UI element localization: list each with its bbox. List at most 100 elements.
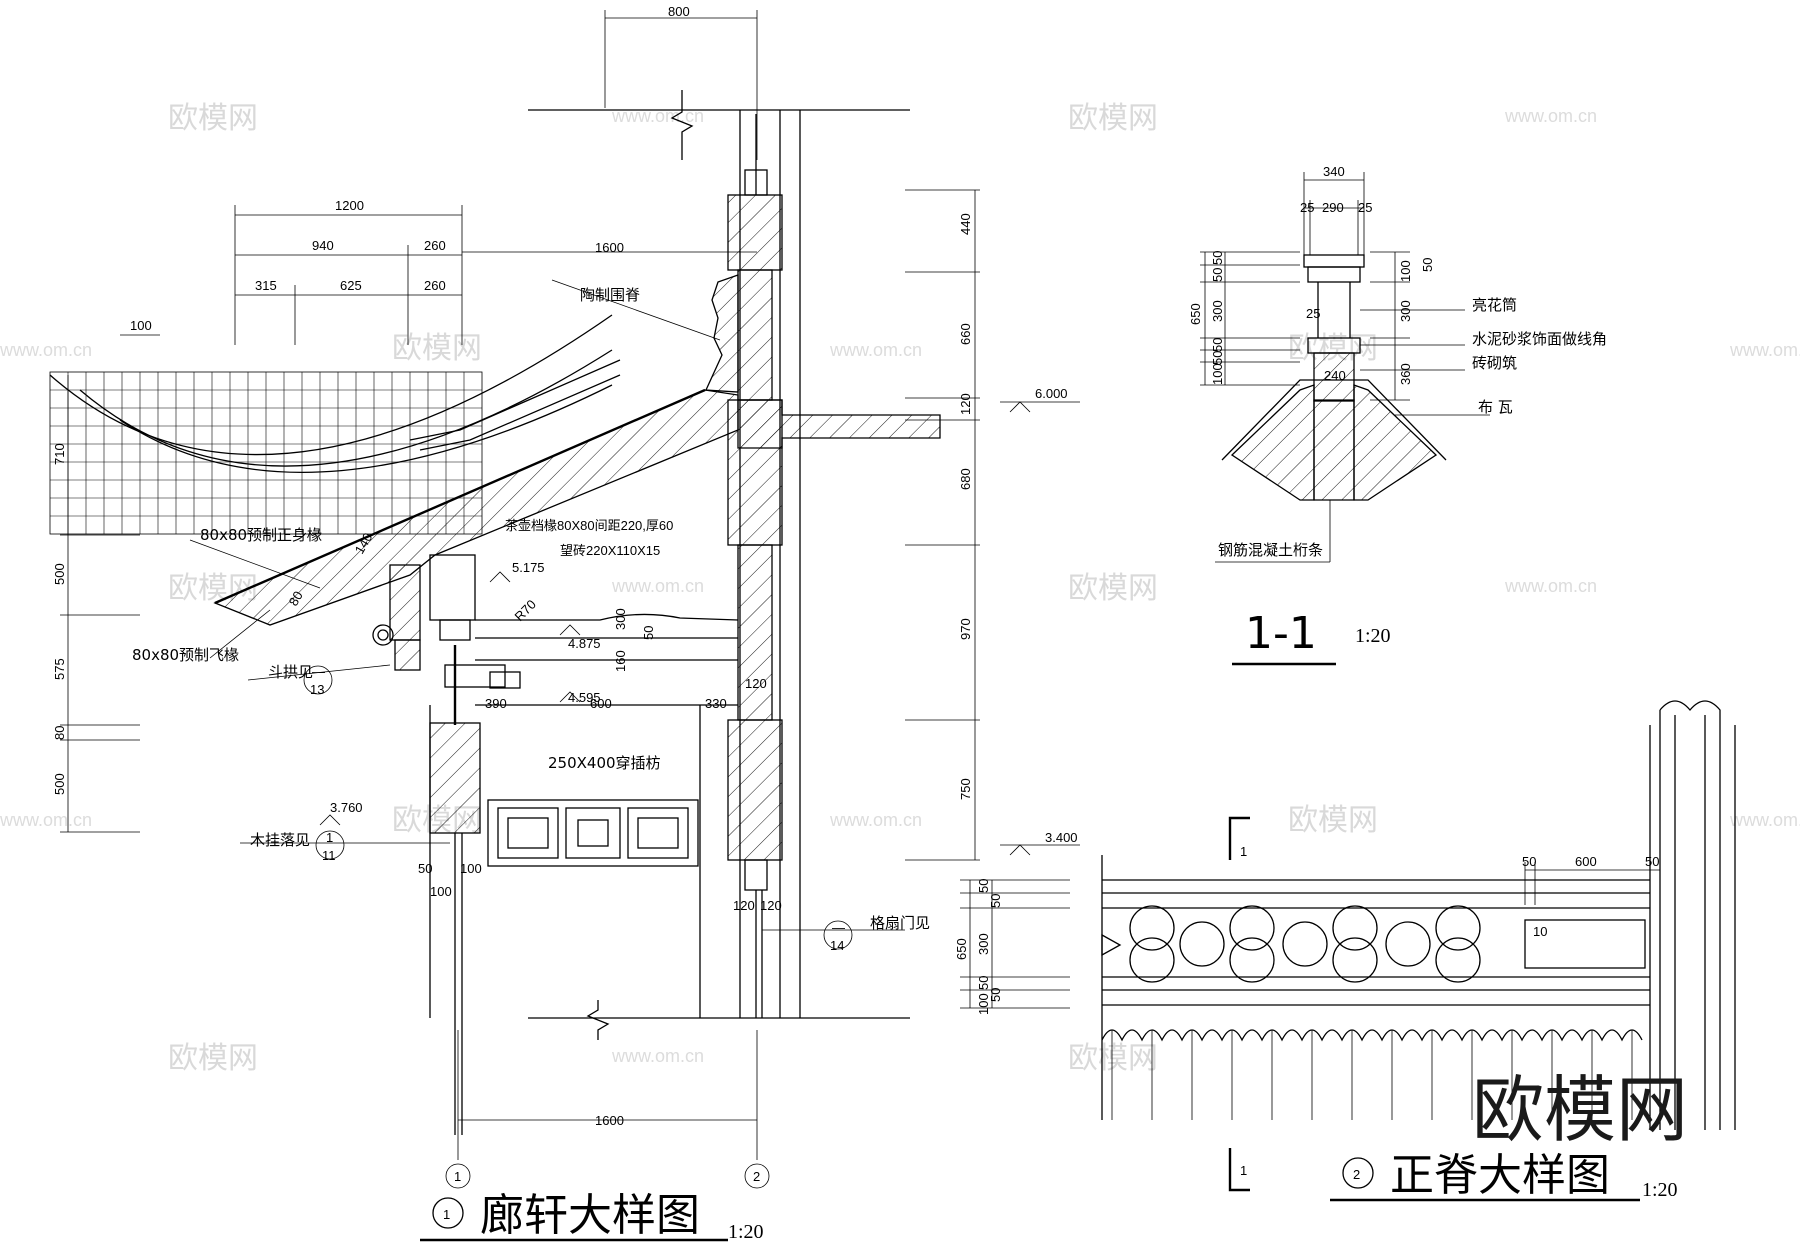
ref-top: 1 xyxy=(326,830,333,845)
elevation: 3.400 xyxy=(1045,830,1078,845)
dim-text: 300 xyxy=(613,608,628,630)
dim-text: 80 xyxy=(52,726,67,740)
watermark-url: www.om.cn xyxy=(1729,340,1800,360)
ref-bottom: 13 xyxy=(310,682,324,697)
scale: 1:20 xyxy=(1642,1179,1678,1201)
dim-text: 100 xyxy=(1210,363,1225,385)
dim-text: 500 xyxy=(52,773,67,795)
dim-text: 1200 xyxy=(335,198,364,213)
dim-text: 575 xyxy=(52,658,67,680)
label-wood-hang: 木挂落见 xyxy=(250,831,310,849)
dim-text: 650 xyxy=(1188,303,1203,325)
watermark: 欧模网 xyxy=(168,101,258,136)
dim-text: 25 xyxy=(1306,306,1320,321)
watermark: 欧模网 xyxy=(392,331,482,366)
ref-bottom: 14 xyxy=(830,938,844,953)
dim-text: 50 xyxy=(1210,338,1225,352)
section-1-1 xyxy=(1200,172,1490,563)
watermark-url: www.om.cn xyxy=(611,576,704,596)
dim-text: 680 xyxy=(958,468,973,490)
label-beam: 250X400穿插枋 xyxy=(548,754,661,772)
dim-text: 260 xyxy=(424,278,446,293)
scale: 1:20 xyxy=(728,1221,764,1243)
label-bracket: 斗拱见 xyxy=(268,663,313,681)
watermark-url: www.om.cn xyxy=(1729,810,1800,830)
label-mortar: 水泥砂浆饰面做线角 xyxy=(1472,330,1607,348)
dim-text: 120 xyxy=(958,393,973,415)
scale: 1:20 xyxy=(1355,625,1391,647)
detail-1-dimensions: 800 1200 940 260 315 625 260 100 1600 44… xyxy=(52,4,1078,1128)
dim-text: 1600 xyxy=(595,240,624,255)
roof-grid xyxy=(49,371,483,535)
dim-text: 50 xyxy=(1210,351,1225,365)
watermark: 欧模网 xyxy=(1068,101,1158,136)
title-index: 2 xyxy=(1353,1167,1360,1182)
ref-bottom: 11 xyxy=(322,848,336,863)
elevation: 6.000 xyxy=(1035,386,1068,401)
dim-text: 100 xyxy=(430,884,452,899)
dim-text: 50 xyxy=(1645,854,1659,869)
dim-text: 50 xyxy=(1522,854,1536,869)
dim-text: 660 xyxy=(958,323,973,345)
label-ridge: 陶制围脊 xyxy=(580,286,640,304)
dim-text: 940 xyxy=(312,238,334,253)
dim-text: 120 xyxy=(745,676,767,691)
dim-text: 50 xyxy=(988,988,1003,1002)
label-flying-rafter: 80x80预制飞椽 xyxy=(132,646,239,664)
dim-text: 50 xyxy=(988,894,1003,908)
dim-text: 1600 xyxy=(595,1113,624,1128)
watermark-url: www.om.cn xyxy=(1504,576,1597,596)
dim-text: 600 xyxy=(590,696,612,711)
title-index-circle xyxy=(1342,1157,1374,1189)
dim-text: 10 xyxy=(1533,924,1547,939)
watermark-url: www.om.cn xyxy=(829,810,922,830)
dim-text: 25 xyxy=(1358,200,1372,215)
elevation: 5.175 xyxy=(512,560,545,575)
dim-text: 100 xyxy=(976,993,991,1015)
label-brick: 砖砌筑 xyxy=(1472,354,1517,372)
dim-text: 290 xyxy=(1322,200,1344,215)
watermark-url: www.om.cn xyxy=(829,340,922,360)
detail-1-labels: 陶制围脊 80x80预制正身椽 80x80预制飞椽 斗拱见 — 13 木挂落见 … xyxy=(132,286,930,1243)
label-door: 格扇门见 xyxy=(870,914,930,932)
label-tile: 望砖220X110X15 xyxy=(560,543,660,558)
watermark: 欧模网 xyxy=(1068,1041,1158,1076)
watermarks: 欧模网 www.om.cn 欧模网 www.om.cn www.om.cn 欧模… xyxy=(0,101,1800,1076)
section-1-1-text: 340 25 290 25 650 50 50 300 50 50 100 50… xyxy=(1188,164,1607,666)
dim-text: 750 xyxy=(958,778,973,800)
title-index-circle xyxy=(432,1197,464,1229)
watermark-url: www.om.cn xyxy=(1504,106,1597,126)
section-mark: 1 xyxy=(1240,844,1247,859)
label-flower: 亮花筒 xyxy=(1472,296,1517,314)
dim-text: 390 xyxy=(485,696,507,711)
elevation: 3.760 xyxy=(330,800,363,815)
dim-text: 440 xyxy=(958,213,973,235)
dim-text: 50 xyxy=(976,976,991,990)
watermark: 欧模网 xyxy=(168,1041,258,1076)
dim-text: 50 xyxy=(1210,268,1225,282)
dim-text: 710 xyxy=(52,443,67,465)
brand-logo-text: 欧模网 xyxy=(1472,1068,1688,1152)
elevation: 4.595 xyxy=(568,690,601,705)
dim-text: 970 xyxy=(958,618,973,640)
title-section-1-1: 1-1 xyxy=(1245,608,1317,659)
flower-pattern xyxy=(1129,905,1646,983)
dim-text: 340 xyxy=(1323,164,1345,179)
label-rafter: 80x80预制正身椽 xyxy=(200,526,322,544)
dim-text: 50 xyxy=(1420,258,1435,272)
title-veranda: 廊轩大样图 xyxy=(480,1190,700,1241)
dim-text: 330 xyxy=(705,696,727,711)
dim-text: 600 xyxy=(1575,854,1597,869)
watermark-url: www.om.cn xyxy=(0,810,92,830)
dim-text: 120 xyxy=(760,898,782,913)
detail-1-veranda xyxy=(49,10,1080,1189)
detail-2-ridge xyxy=(960,700,1736,1192)
dim-text: 25 xyxy=(1300,200,1314,215)
dim-text: 100 xyxy=(130,318,152,333)
dim-text: 800 xyxy=(668,4,690,19)
dim-text: 260 xyxy=(424,238,446,253)
watermark-url: www.om.cn xyxy=(611,1046,704,1066)
dim-text: 625 xyxy=(340,278,362,293)
dim-text: 80 xyxy=(286,588,306,608)
